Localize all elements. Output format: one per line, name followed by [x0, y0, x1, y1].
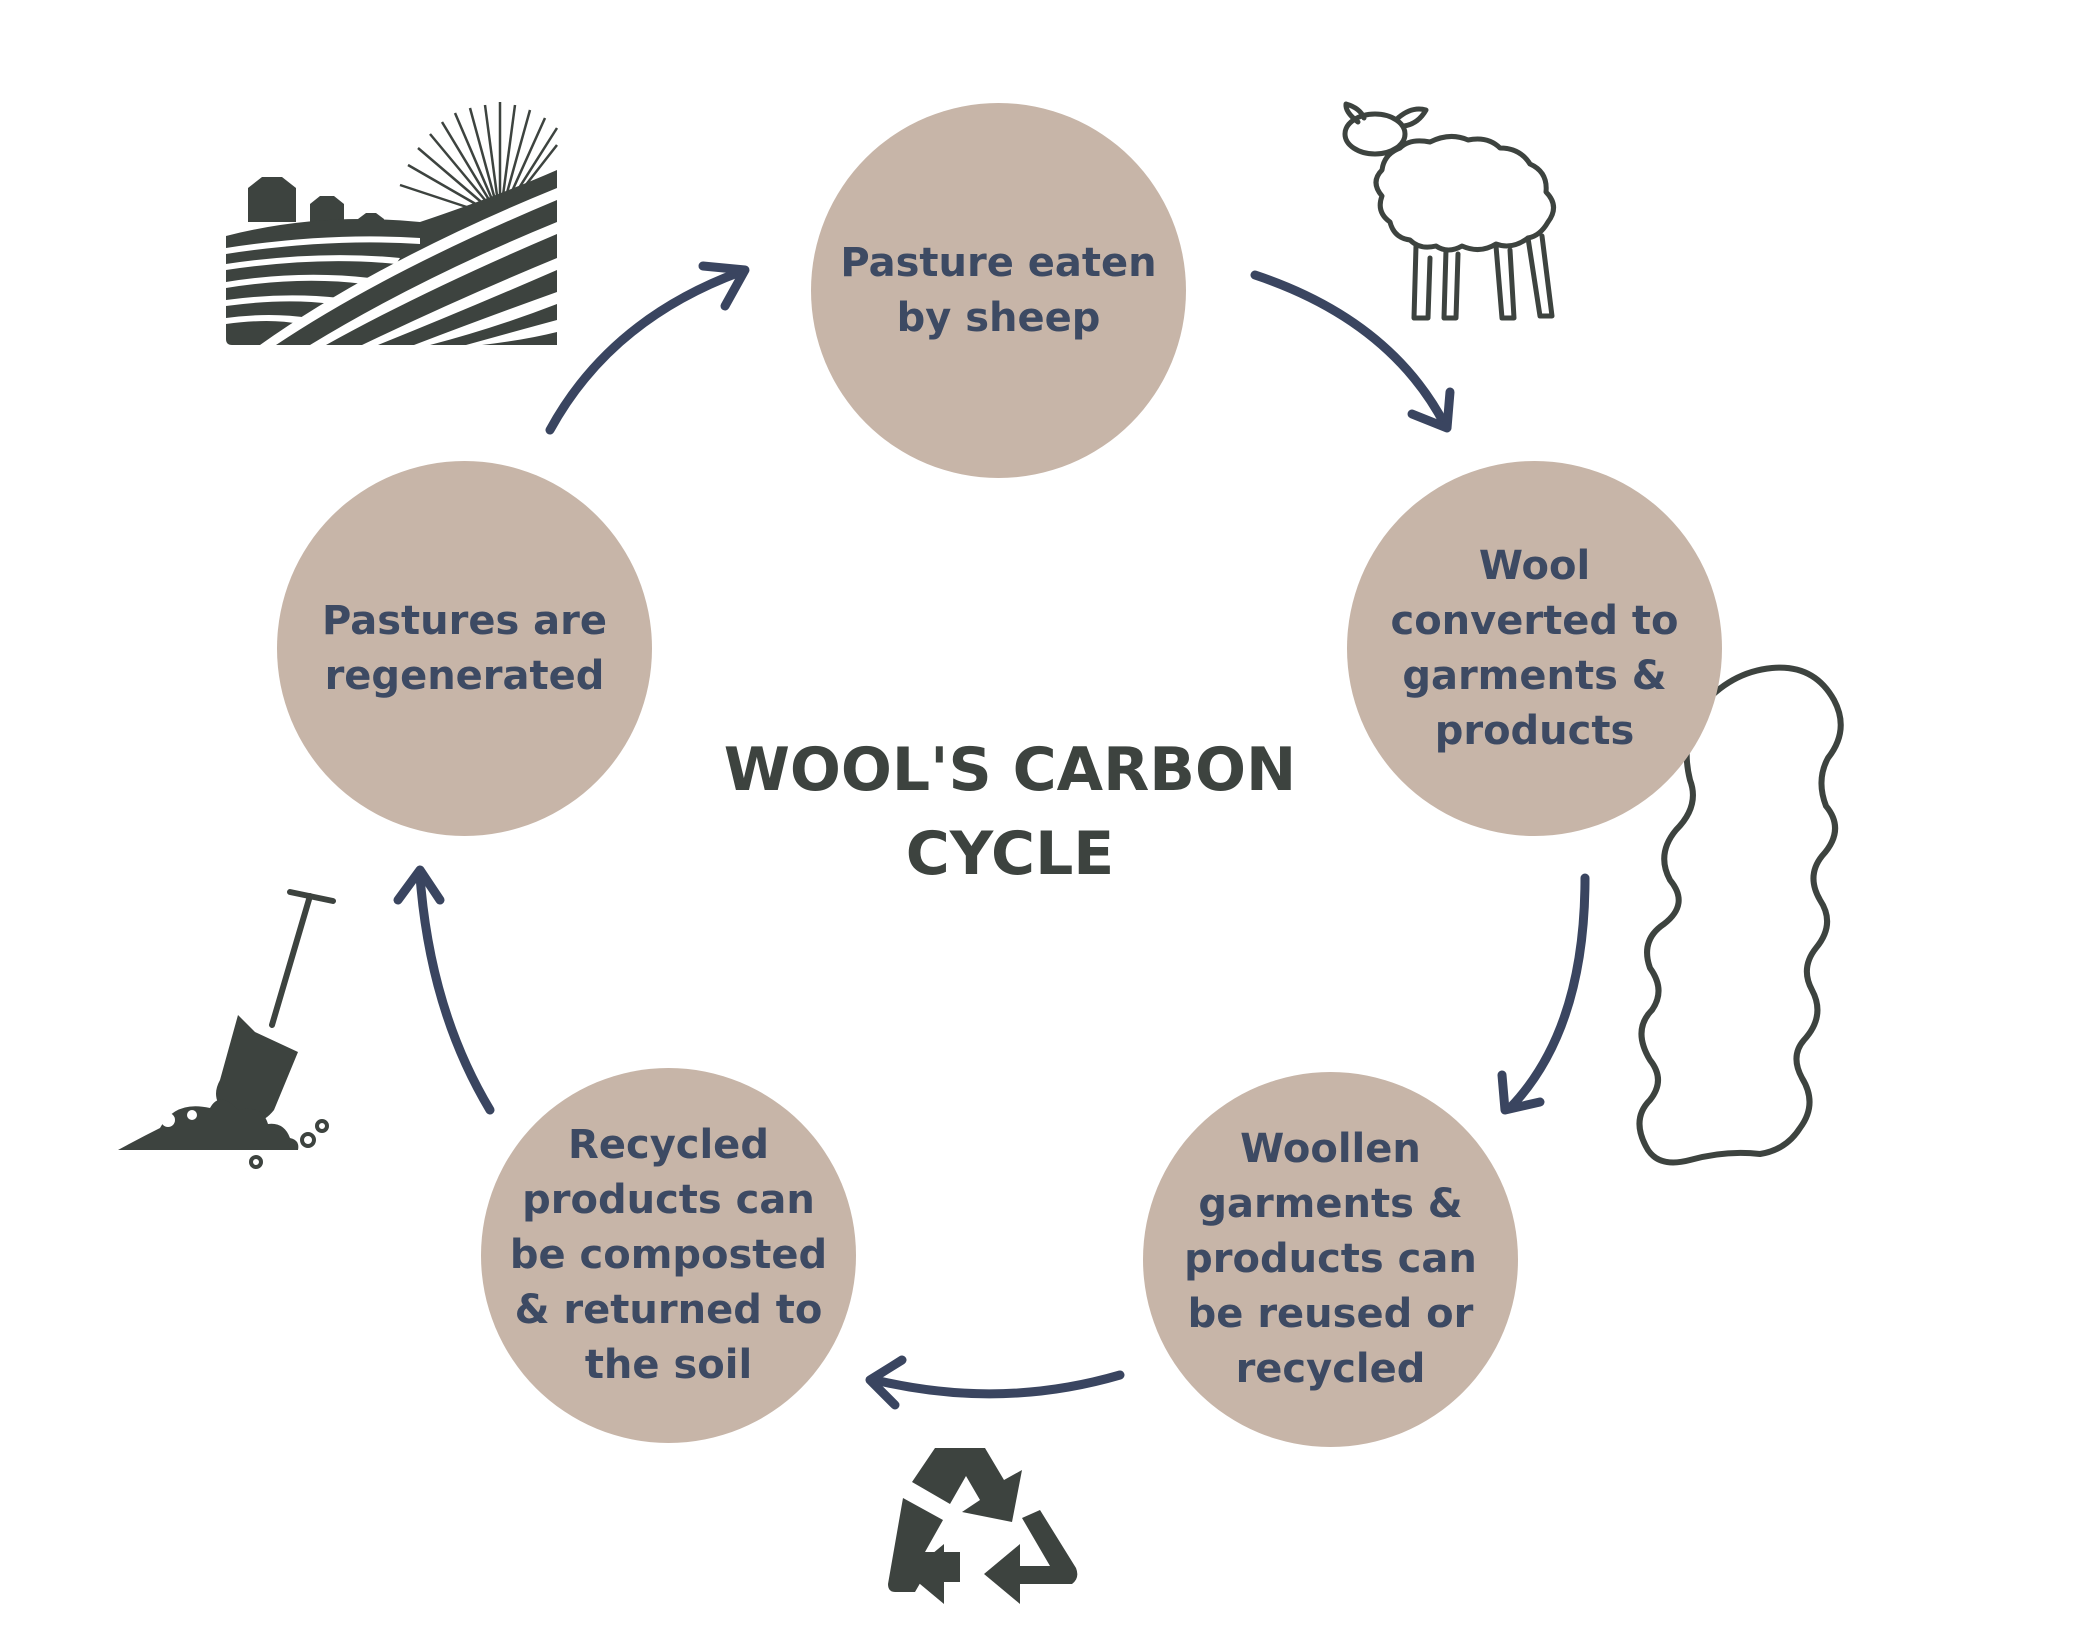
node-pasture-eaten: Pasture eaten by sheep [811, 103, 1186, 478]
arrowhead-wool-to-reused [1497, 1070, 1545, 1115]
arrowhead-pasture-to-wool [1407, 387, 1455, 433]
node-label: Pasture eaten by sheep [840, 239, 1157, 341]
node-label: Recycled products can be composted & ret… [509, 1122, 828, 1388]
node-composted: Recycled products can be composted & ret… [481, 1068, 856, 1443]
node-label: Pastures are regenerated [321, 597, 608, 699]
arrow-pasture-to-wool [1250, 270, 1450, 430]
recycle-icon [888, 1448, 1078, 1604]
arrow-composted-to-regenerated [415, 871, 495, 1115]
arrow-regenerated-to-pasture [545, 267, 745, 435]
node-label: Woollen garments & products can be reuse… [1184, 1126, 1477, 1392]
node-wool-converted: Wool converted to garments & products [1347, 461, 1722, 836]
farm-field-icon [226, 102, 559, 345]
sheepskin-icon [1636, 664, 1844, 1166]
arrow-wool-to-reused [1505, 873, 1590, 1113]
arrowhead-regenerated-to-pasture [698, 261, 750, 311]
node-pastures-regenerated: Pastures are regenerated [277, 461, 652, 836]
diagram-title: WOOL'S CARBON CYCLE [723, 735, 1297, 889]
node-reused-recycled: Woollen garments & products can be reuse… [1143, 1072, 1518, 1447]
sheep-icon [1342, 101, 1556, 321]
node-label: Wool converted to garments & products [1390, 542, 1679, 754]
arrow-reused-to-composted [870, 1370, 1125, 1399]
arrowhead-reused-to-composted [865, 1355, 907, 1410]
arrowhead-composted-to-regenerated [393, 865, 445, 905]
cycle-arrows [393, 261, 1590, 1410]
shovel-soil-icon [118, 889, 336, 1169]
